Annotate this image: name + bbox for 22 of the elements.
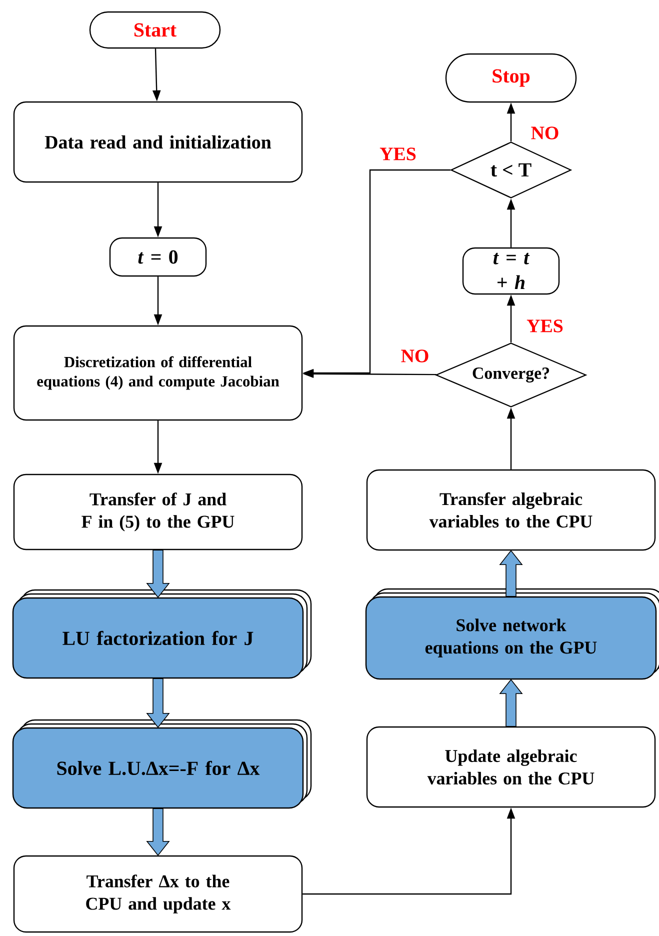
block-arrow — [146, 550, 170, 598]
block-arrow — [146, 678, 170, 728]
edge-label: NO — [531, 126, 558, 140]
process-box: Data read and initialization — [13, 101, 303, 183]
process-box: Transfer algebraic variables to the CPU — [366, 469, 656, 551]
process-box: Discretization of differential equations (4) and compute Jacobian — [13, 325, 303, 421]
process-box: Transfer Δx to the CPU and update x — [13, 855, 303, 933]
edge-label: YES — [526, 320, 563, 332]
process-box: t = 0 — [109, 237, 207, 277]
process-box: Update algebraic variables on the CPU — [366, 726, 656, 808]
stacked-process-box: Solve L.U.Δx=-F for Δx — [12, 719, 312, 809]
stacked-process-box: LU factorization for J — [12, 589, 312, 679]
process-box: t = t + h — [462, 247, 560, 295]
block-arrow — [499, 550, 523, 597]
process-box: Transfer of J and F in (5) to the GPU — [13, 474, 303, 550]
edge-label: YES — [380, 148, 416, 160]
terminal-box: Start — [89, 11, 221, 49]
terminal-box: Stop — [445, 53, 577, 103]
stacked-process-box: Solve network equations on the GPU — [365, 588, 659, 680]
block-arrow — [146, 808, 170, 856]
edge-label: NO — [401, 350, 428, 362]
block-arrow — [499, 678, 523, 727]
